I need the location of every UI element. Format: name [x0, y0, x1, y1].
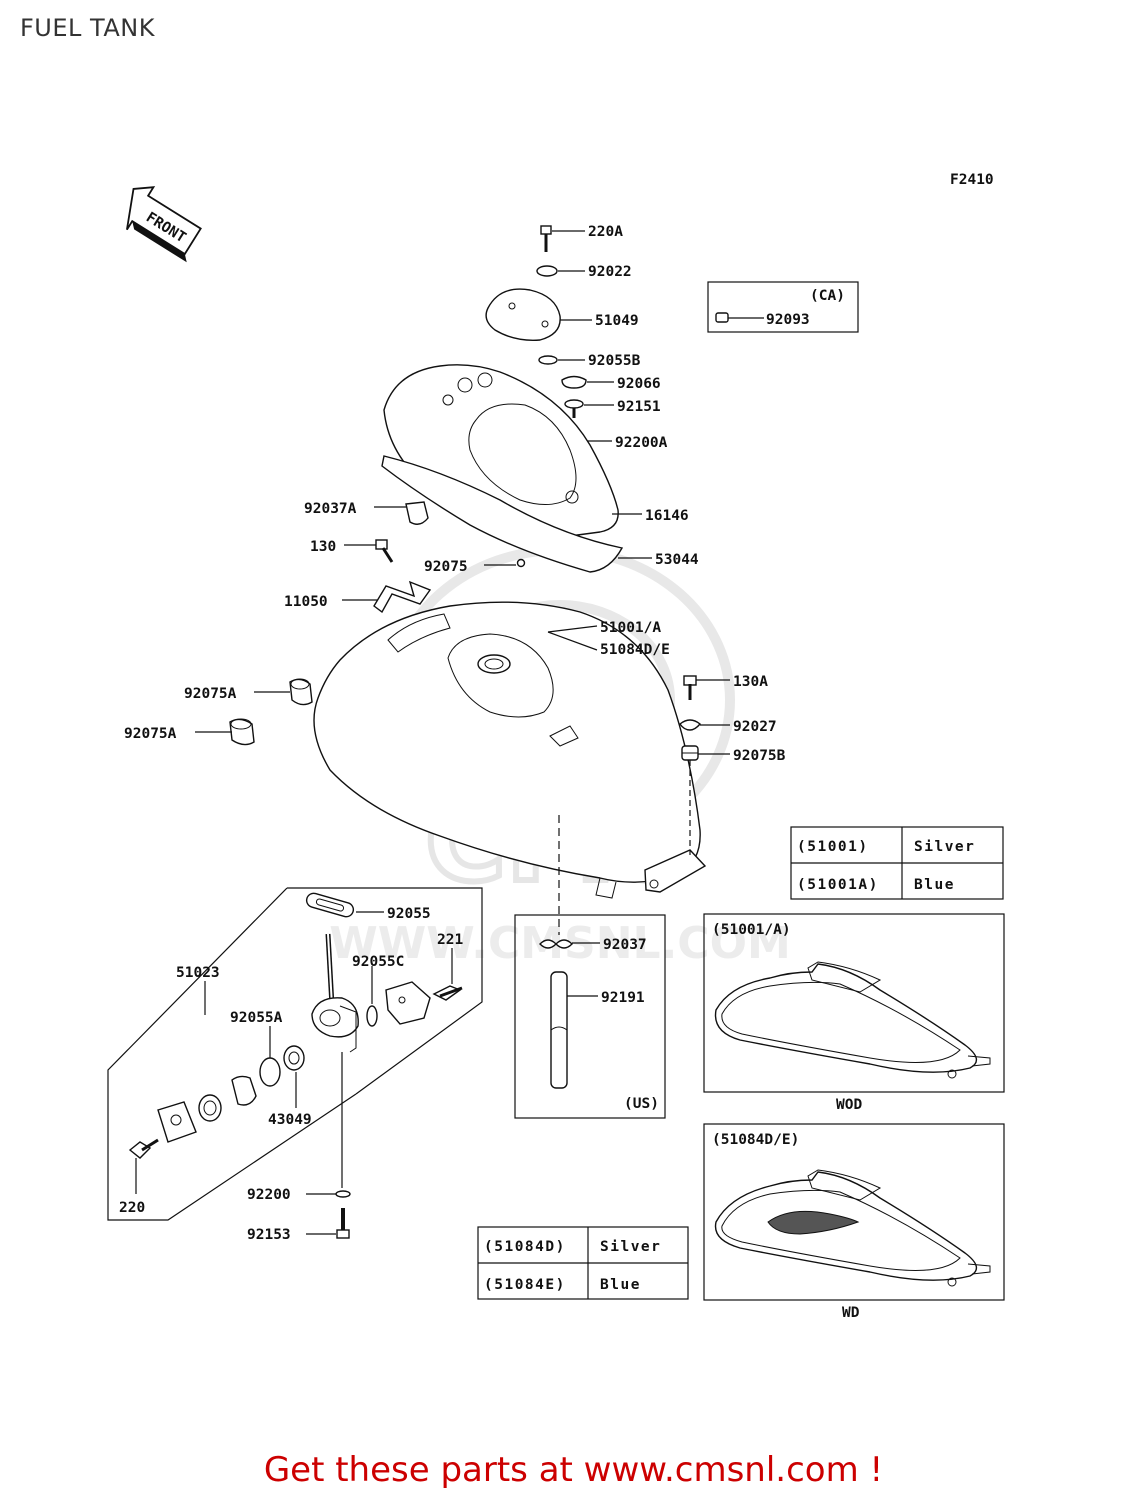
color-code-51084E: (51084E): [484, 1277, 566, 1293]
clip-92037: [539, 939, 573, 949]
inset-51084DE-caption: WD: [842, 1305, 860, 1321]
cover-51049: [485, 288, 561, 341]
oring-92055A: [259, 1057, 281, 1087]
part-label-51023: 51023: [176, 965, 220, 981]
fuel-tank-51001A: [313, 601, 707, 899]
part-label-221: 221: [437, 932, 463, 948]
part-label-92055C: 92055C: [352, 954, 404, 970]
part-label-92075A-lower: 92075A: [124, 726, 177, 742]
bolt-92151: [564, 399, 584, 418]
petcock-valve: [311, 933, 431, 1053]
color-code-51001: (51001): [797, 839, 869, 855]
color-table-51084: (51084D) Silver (51084E) Blue: [477, 1226, 689, 1300]
cushion-92075A-upper: [289, 678, 313, 706]
part-label-130A: 130A: [733, 674, 768, 690]
part-label-92022: 92022: [588, 264, 632, 280]
part-label-43049: 43049: [268, 1112, 312, 1128]
part-label-92037: 92037: [603, 937, 647, 953]
part-label-92191: 92191: [601, 990, 645, 1006]
cushion-92075A-lower: [229, 718, 255, 746]
gasket-92055: [305, 892, 355, 918]
grommet-92075B: [681, 745, 699, 761]
inset-51001A-caption: WOD: [836, 1097, 862, 1113]
part-label-92075B: 92075B: [733, 748, 786, 764]
color-code-51001A: (51001A): [797, 877, 879, 893]
part-label-92027: 92027: [733, 719, 777, 735]
part-label-92200: 92200: [247, 1187, 291, 1203]
ca-box-label: (CA): [810, 288, 845, 304]
petcock-group-outline: [107, 887, 483, 1221]
cap-92066: [561, 375, 587, 389]
clip-92037A: [405, 501, 429, 525]
part-label-51001A: 51001/A: [600, 620, 661, 636]
color-name-51001: Silver: [914, 839, 975, 855]
page-title: FUEL TANK: [20, 14, 155, 42]
inset-51001A: (51001/A): [703, 913, 1005, 1093]
petcock-plate: [157, 1101, 197, 1143]
oring-92055B: [538, 355, 558, 365]
washer-92022: [536, 265, 558, 277]
hose-92191: [550, 971, 568, 1089]
ca-box: [707, 281, 859, 333]
petcock-lever: [231, 1075, 257, 1106]
part-label-92037A: 92037A: [304, 501, 357, 517]
color-table-51001: (51001) Silver (51001A) Blue: [790, 826, 1004, 900]
part-label-92151: 92151: [617, 399, 661, 415]
color-name-51001A: Blue: [914, 877, 955, 893]
part-label-92055: 92055: [387, 906, 431, 922]
part-label-130: 130: [310, 539, 336, 555]
bracket-11050: [373, 580, 432, 614]
part-label-11050: 11050: [284, 594, 328, 610]
oring-92055C: [366, 1005, 378, 1027]
screw-220: [128, 1138, 159, 1159]
inset-51001A-label: (51001/A): [712, 922, 791, 938]
part-label-220A: 220A: [588, 224, 623, 240]
inset-51084DE: (51084D/E): [703, 1123, 1005, 1301]
color-name-51084E: Blue: [600, 1277, 641, 1293]
petcock-washer: [198, 1094, 222, 1122]
bolt-130A: [683, 675, 697, 700]
part-label-92200A: 92200A: [615, 435, 668, 451]
bolt-92153: [336, 1208, 350, 1239]
part-label-92066: 92066: [617, 376, 661, 392]
front-arrow-icon: FRONT: [126, 186, 202, 263]
part-label-220: 220: [119, 1200, 145, 1216]
grommet-92093: [715, 312, 729, 323]
part-label-92153: 92153: [247, 1227, 291, 1243]
us-box-label: (US): [624, 1096, 659, 1112]
part-label-92075: 92075: [424, 559, 468, 575]
inset-51084DE-label: (51084D/E): [712, 1132, 799, 1148]
grommet-92075: [516, 558, 526, 568]
part-label-51049: 51049: [595, 313, 639, 329]
bolt-220A: [540, 225, 552, 252]
washer-92027: [679, 719, 701, 731]
part-label-16146: 16146: [645, 508, 689, 524]
part-label-92093: 92093: [766, 312, 810, 328]
part-label-92055B: 92055B: [588, 353, 641, 369]
color-name-51084D: Silver: [600, 1239, 661, 1255]
seal-43049: [283, 1045, 305, 1071]
part-label-51084DE: 51084D/E: [600, 642, 670, 658]
screw-221: [432, 985, 463, 1001]
rubber-trim-53044: [381, 455, 624, 573]
washer-92200: [335, 1190, 351, 1198]
color-code-51084D: (51084D): [484, 1239, 566, 1255]
part-label-92055A: 92055A: [230, 1010, 283, 1026]
part-label-53044: 53044: [655, 552, 699, 568]
footer-link[interactable]: Get these parts at www.cmsnl.com !: [263, 1450, 884, 1490]
bolt-130: [375, 539, 394, 563]
figure-code: F2410: [950, 172, 994, 188]
part-label-92075A-upper: 92075A: [184, 686, 237, 702]
us-box: [514, 914, 666, 1119]
